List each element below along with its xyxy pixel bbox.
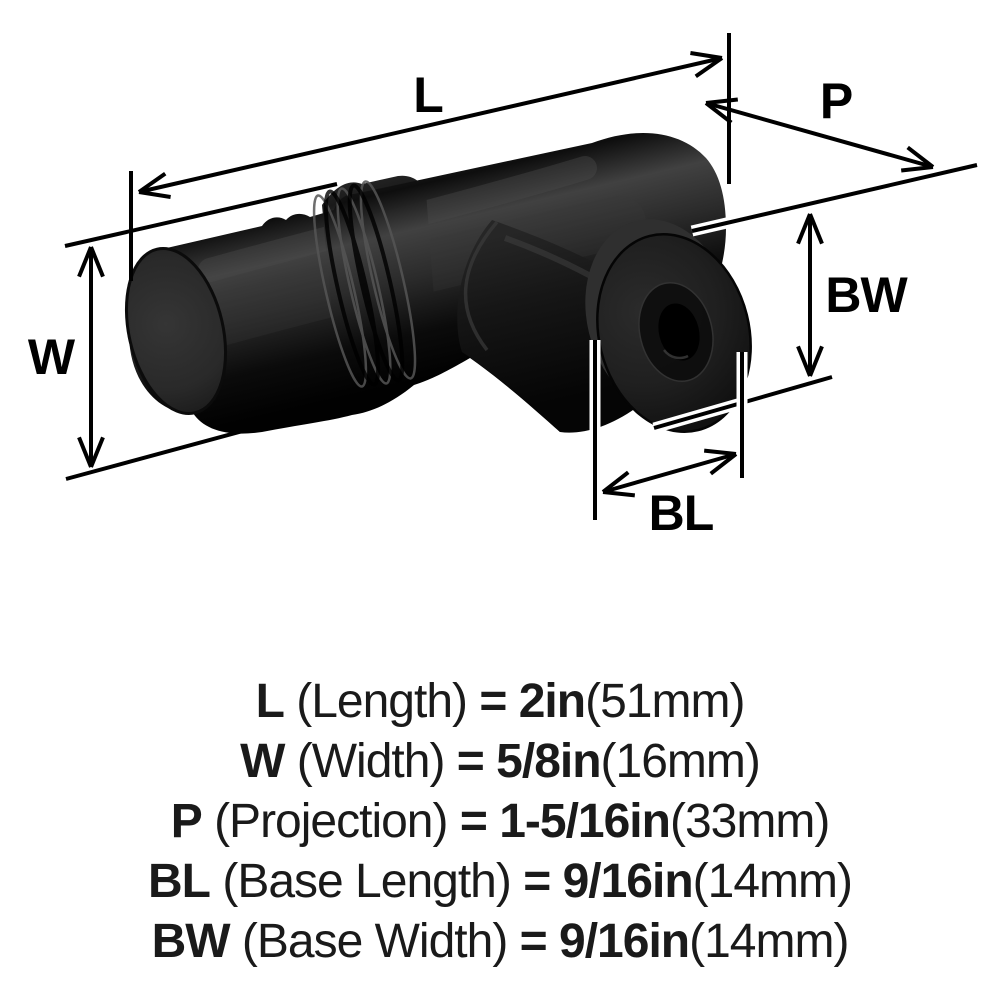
ring-shadows	[323, 183, 405, 387]
legend-name: (Base Width)	[241, 915, 508, 968]
w-dimension-line-arrowhead-1	[89, 246, 105, 278]
w-dimension-line-arrowhead-1	[77, 436, 93, 468]
bl-dimension-line-arrowhead-1	[601, 470, 630, 494]
legend-abbr: BL	[148, 855, 211, 908]
legend-equals: =	[479, 675, 507, 728]
legend-equals: =	[519, 915, 548, 968]
dimension-legend: L (Length) = 2in(51mm) W (Width) = 5/8in…	[0, 672, 1000, 972]
legend-name: (Projection)	[214, 795, 448, 848]
legend-row-width: W (Width) = 5/8in(16mm)	[0, 732, 1000, 792]
legend-abbr: L	[255, 675, 285, 728]
screw-hole-inner-highlight	[663, 349, 689, 360]
w-top-extension-line	[64, 182, 338, 248]
legend-name: (Base Length)	[222, 855, 512, 908]
l-dimension-line-arrowhead-0	[690, 50, 723, 60]
bl-dimension-line-arrowhead-0	[703, 448, 737, 456]
ring-highlights	[312, 180, 417, 388]
bl-dimension-line-arrowhead-0	[602, 490, 636, 498]
legend-row-base-width: BW (Base Width) = 9/16in(14mm)	[0, 912, 1000, 972]
legend-abbr: W	[240, 735, 285, 788]
screw-hole	[658, 303, 700, 361]
legend-abbr: BW	[151, 915, 231, 968]
w-dimension-line-arrowhead-0	[77, 246, 93, 278]
legend-metric: (14mm)	[692, 855, 853, 908]
p-dimension-line-arrowhead-0	[704, 101, 733, 125]
legend-row-base-length: BL (Base Length) = 9/16in(14mm)	[0, 852, 1000, 912]
legend-value: 9/16in	[559, 915, 690, 968]
legend-value: 9/16in	[562, 855, 694, 908]
dimension-lines	[77, 33, 979, 520]
legend-row-length: L (Length) = 2in(51mm)	[0, 672, 1000, 732]
projection-extension-line	[691, 163, 978, 233]
legend-equals: =	[456, 735, 485, 788]
legend-metric: (51mm)	[585, 675, 745, 728]
legend-name: (Length)	[296, 675, 468, 728]
l-dimension-line-arrowhead-1	[137, 172, 167, 194]
legend-metric: (14mm)	[689, 915, 849, 968]
knob-illustration	[124, 132, 752, 434]
legend-metric: (33mm)	[669, 795, 830, 848]
legend-value: 1-5/16in	[499, 795, 671, 848]
base-length-dimension-label: BL	[649, 485, 714, 541]
width-dimension-label: W	[28, 329, 76, 385]
bl-dimension-line-arrowhead-1	[709, 452, 738, 476]
bl-dimension-line	[602, 452, 737, 494]
bar-front-face	[124, 246, 228, 416]
legend-metric: (16mm)	[600, 735, 761, 788]
legend-equals: =	[523, 855, 551, 908]
bw-dimension-line-arrowhead-1	[808, 213, 824, 245]
l-dimension-line-arrowhead-0	[138, 190, 171, 200]
legend-name: (Width)	[296, 735, 446, 788]
legend-value: 5/8in	[496, 735, 601, 788]
p-dimension-line	[705, 101, 934, 169]
l-dimension-line-arrowhead-1	[694, 56, 724, 78]
bw-dimension-line-arrowhead-1	[796, 345, 812, 377]
w-dimension-line-arrowhead-0	[89, 436, 105, 468]
legend-value: 2in	[518, 675, 586, 728]
base-width-dimension-label: BW	[825, 267, 908, 323]
legend-equals: =	[459, 795, 488, 848]
p-dimension-line-arrowhead-0	[906, 145, 935, 169]
length-dimension-label: L	[413, 67, 443, 123]
p-dimension-line-arrowhead-1	[705, 97, 739, 105]
stem-neck-crease	[463, 220, 499, 352]
legend-abbr: P	[170, 795, 203, 848]
legend-row-projection: P (Projection) = 1-5/16in(33mm)	[0, 792, 1000, 852]
p-dimension-line-arrowhead-1	[900, 165, 934, 173]
l-dimension-line	[138, 56, 723, 194]
projection-dimension-label: P	[820, 73, 852, 129]
bw-dimension-line-arrowhead-0	[808, 345, 824, 377]
bw-dimension-line-arrowhead-0	[796, 213, 812, 245]
